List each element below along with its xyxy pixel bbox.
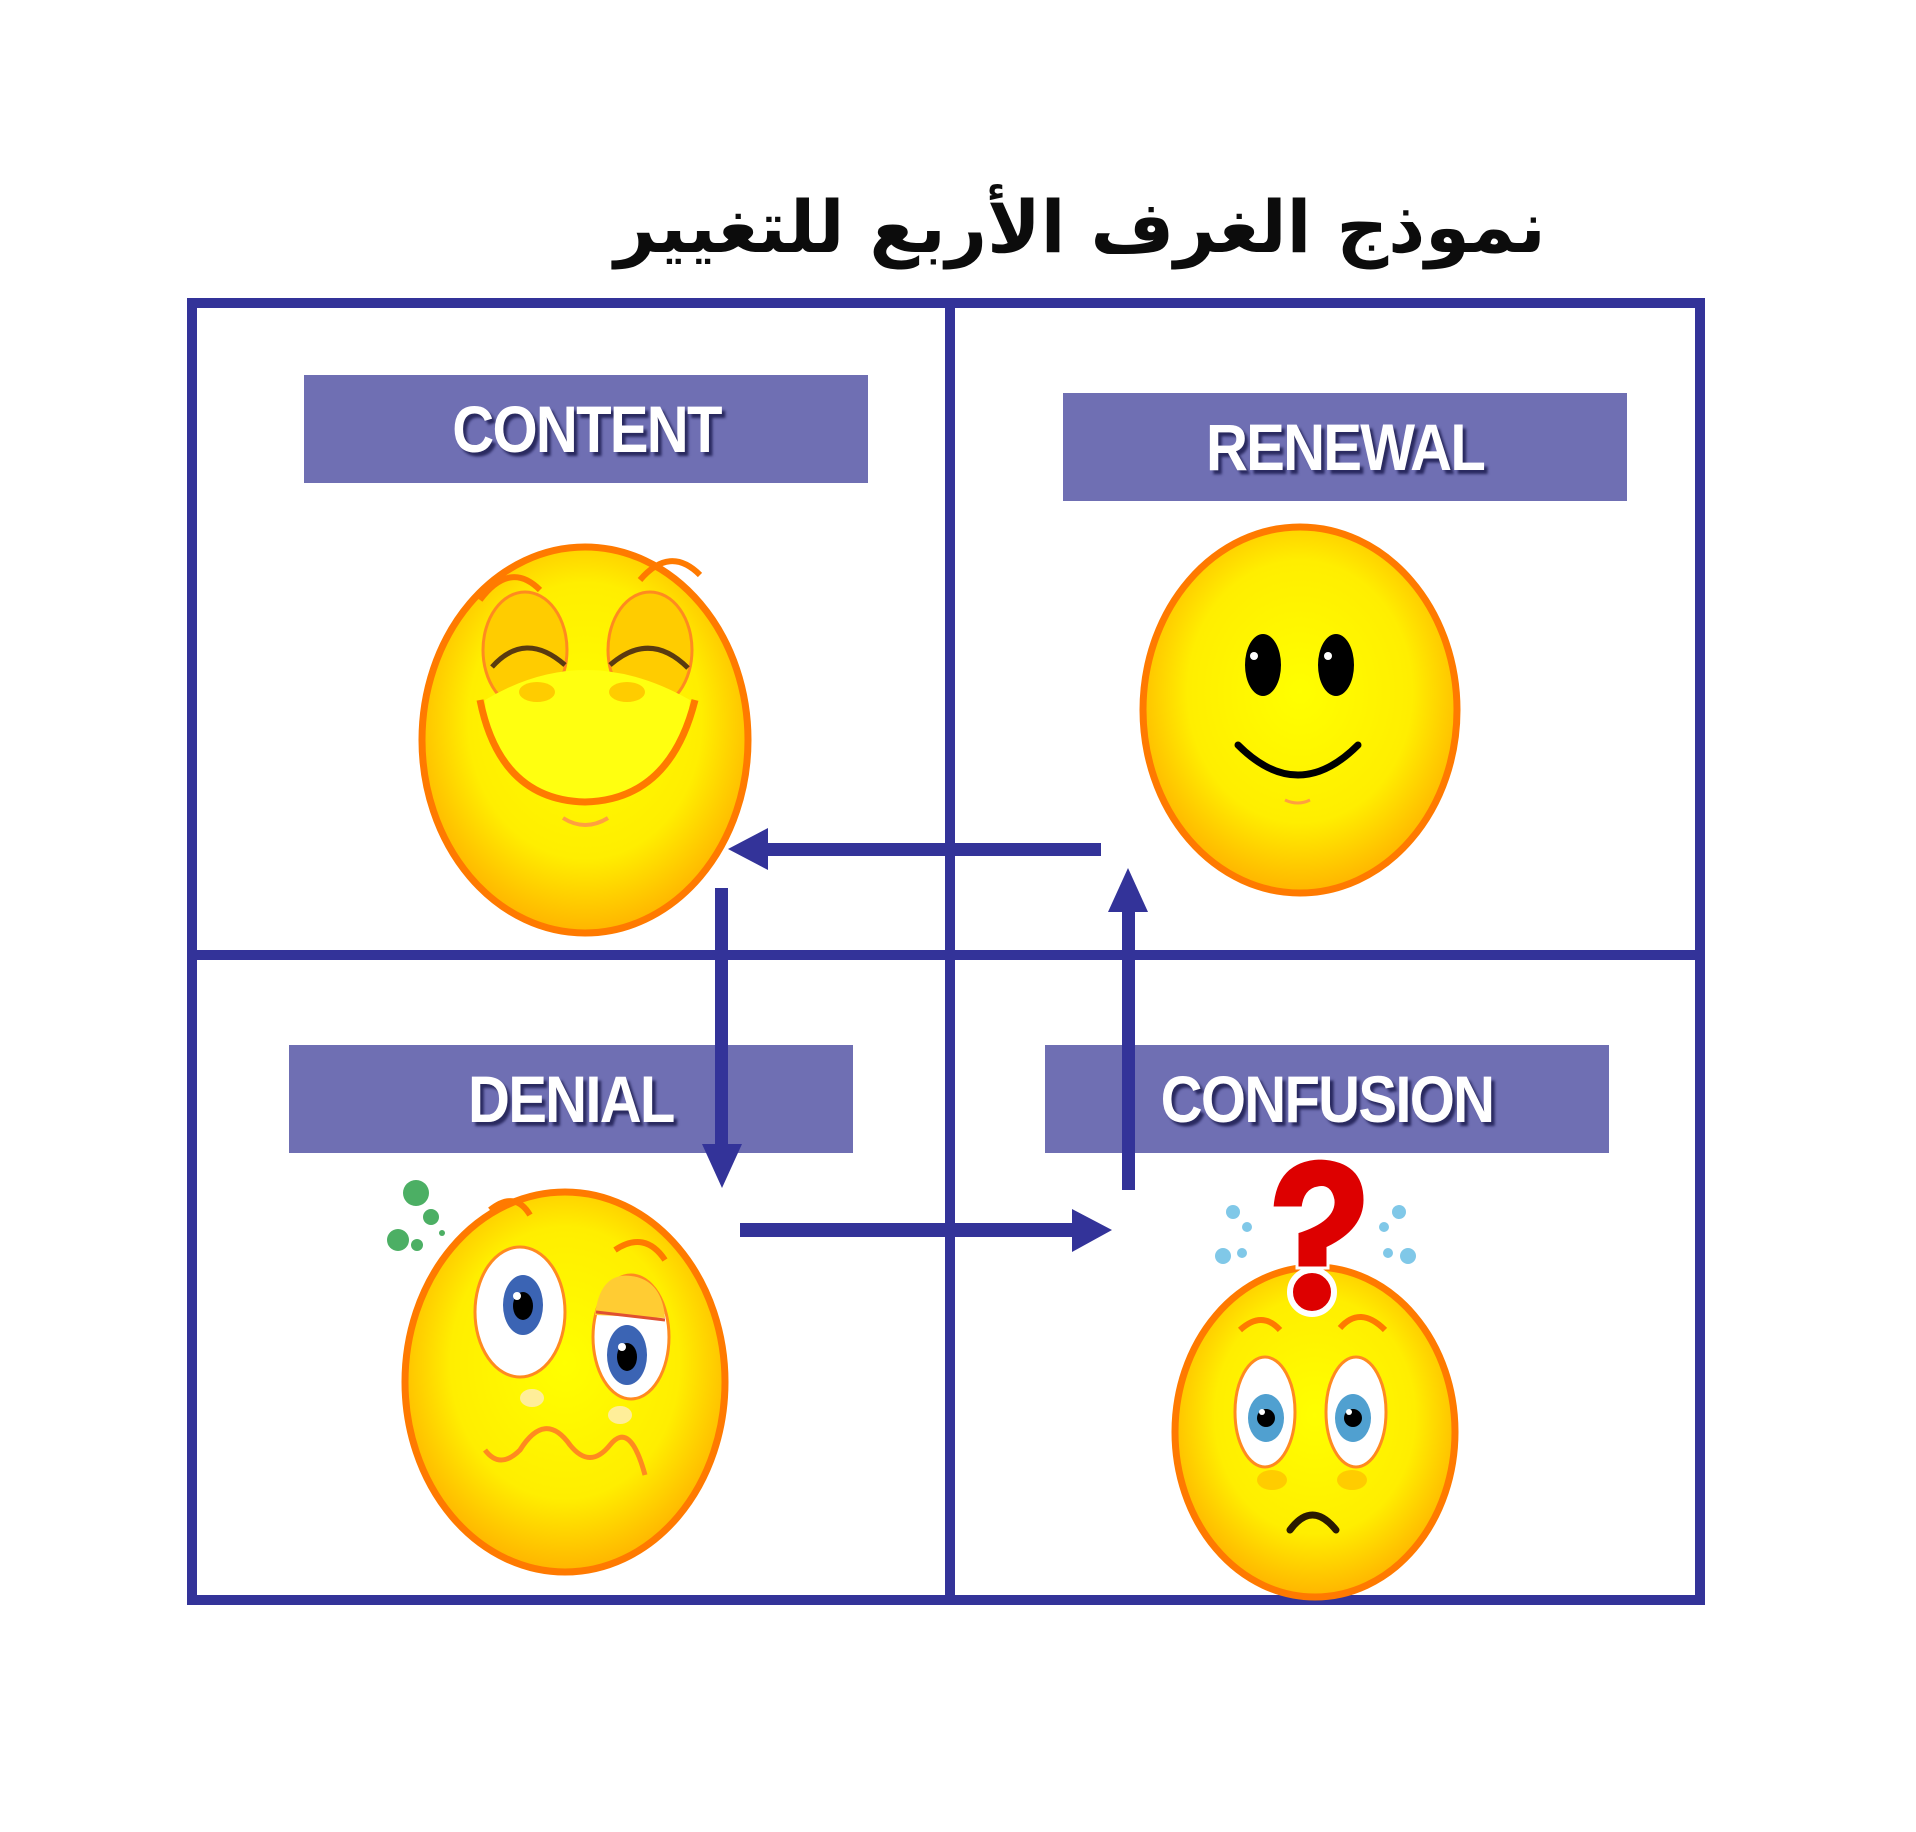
arrow-denial-to-confusion-icon (740, 1209, 1112, 1252)
room-label-confusion: CONFUSION (1045, 1045, 1609, 1153)
dizzy-wavy-mouth-face-icon (387, 1180, 729, 1576)
simple-smiley-face-icon (1139, 523, 1461, 897)
arrow-renewal-to-content-icon (728, 828, 1101, 870)
room-label-denial: DENIAL (289, 1045, 853, 1153)
happy-closed-eyes-face-icon (418, 543, 752, 937)
arrow-confusion-to-renewal-icon (1108, 868, 1148, 1190)
horizontal-divider (187, 950, 1705, 960)
room-label-renewal: RENEWAL (1063, 393, 1627, 501)
arrow-content-to-denial-icon (702, 888, 742, 1188)
confused-question-face-icon (1171, 1156, 1459, 1601)
diagram-title: نموذج الغرف الأربع للتغيير (614, 185, 1546, 269)
room-label-content: CONTENT (304, 375, 868, 483)
